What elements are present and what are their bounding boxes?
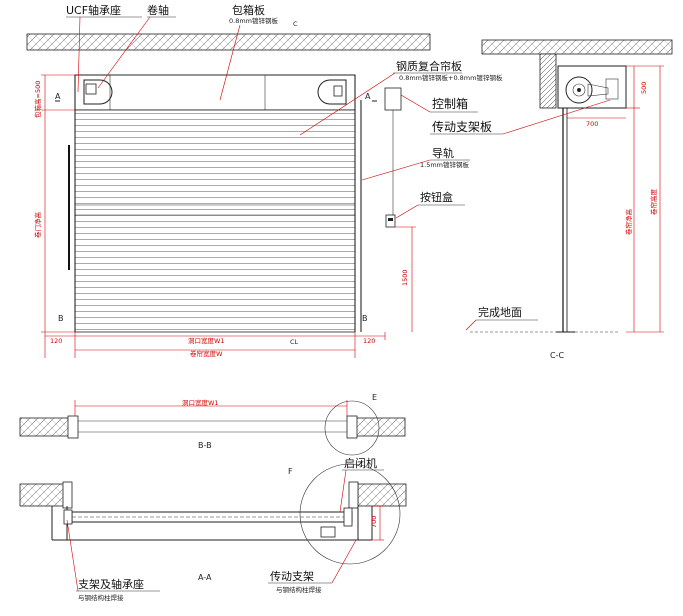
cc-clear-dim: 卷帘净高 xyxy=(624,209,633,236)
box-height-label: 包箱高=500 xyxy=(33,81,42,118)
label-curtain: 钢质复合帘板 xyxy=(396,59,462,73)
section-cc: C-C 500 700 卷帘净高 卷帘高度 完成地面 xyxy=(430,39,673,360)
detail-f-circle xyxy=(299,463,401,565)
label-guide-rail: 导轨 xyxy=(432,146,454,160)
section-bb: 洞口宽度W1 E B-B xyxy=(19,393,406,456)
label-ucf-bearing: UCF轴承座 xyxy=(66,3,121,17)
cc-depth-dim: 700 xyxy=(586,120,598,128)
side-left-dim: 120 xyxy=(50,337,62,345)
curtain-width-dim: 卷帘宽度W xyxy=(190,349,223,358)
opening-width-dim: 洞口宽度W1 xyxy=(188,336,225,345)
box-housing xyxy=(74,74,356,111)
left-bearing xyxy=(83,79,113,105)
detail-e-circle xyxy=(324,400,380,456)
bb-title: B-B xyxy=(198,441,212,450)
right-bearing xyxy=(317,79,347,105)
cc-total-dim: 卷帘高度 xyxy=(649,189,658,216)
cc-title: C-C xyxy=(550,351,564,360)
detail-f: F xyxy=(288,467,293,476)
bb-left-wall xyxy=(19,417,73,437)
aa-title: A-A xyxy=(198,573,212,582)
aa-left-wall xyxy=(19,483,68,507)
label-drive-bracket2-note: 与钢结构柱焊接 xyxy=(276,585,322,594)
side-right-dim: 120 xyxy=(363,337,375,345)
label-box-cover-spec: 0.8mm镀锌钢板 xyxy=(229,16,279,25)
ceiling-slab xyxy=(26,33,431,51)
clear-height-label: 卷门净高 xyxy=(33,212,42,239)
label-button-box: 按钮盒 xyxy=(420,190,453,204)
control-box xyxy=(384,87,402,111)
section-aa: F A-A 700 启闭机 支架及轴承座 与钢结构柱焊接 传动支架 与钢结构柱焊… xyxy=(19,456,407,602)
section-mark-b-right: B xyxy=(362,314,368,323)
section-mark-a-right: A xyxy=(365,92,371,101)
label-finished-floor: 完成地面 xyxy=(478,305,522,319)
label-roller-shaft: 卷轴 xyxy=(147,3,169,17)
button-height-dim: 1500 xyxy=(401,269,409,286)
cc-wall xyxy=(539,53,557,109)
label-guide-rail-spec: 1.5mm镀锌钢板 xyxy=(420,160,470,169)
label-box-cover: 包箱板 xyxy=(232,3,265,17)
bb-opening-width: 洞口宽度W1 xyxy=(182,398,219,407)
front-elevation: A A B B C CL 包箱高=500 卷门净高 1500 120 120 洞… xyxy=(26,3,503,358)
aa-motor xyxy=(320,526,336,538)
detail-e: E xyxy=(372,393,377,402)
label-bracket-bearing-note: 与钢结构柱焊接 xyxy=(78,593,124,602)
cc-roller xyxy=(565,76,593,104)
section-mark-c-bottom: CL xyxy=(290,338,299,346)
aa-depth-dim: 700 xyxy=(370,516,378,528)
label-control-box: 控制箱 xyxy=(432,96,468,111)
cc-ceiling xyxy=(481,39,673,55)
label-drive-bracket: 传动支架板 xyxy=(432,119,492,134)
section-mark-c-top: C xyxy=(293,20,298,28)
section-mark-b-left: B xyxy=(58,314,64,323)
label-drive-bracket2: 传动支架 xyxy=(270,570,314,583)
label-bracket-bearing: 支架及轴承座 xyxy=(78,577,144,591)
cc-box-dim: 500 xyxy=(640,82,648,94)
section-mark-a-left: A xyxy=(55,92,61,101)
label-curtain-spec: 0.8mm镀锌钢板+0.8mm镀锌钢板 xyxy=(399,73,503,82)
curtain-area xyxy=(74,109,356,333)
label-opener: 启闭机 xyxy=(344,456,377,470)
cc-box xyxy=(557,65,627,109)
bb-right-wall xyxy=(354,417,406,437)
